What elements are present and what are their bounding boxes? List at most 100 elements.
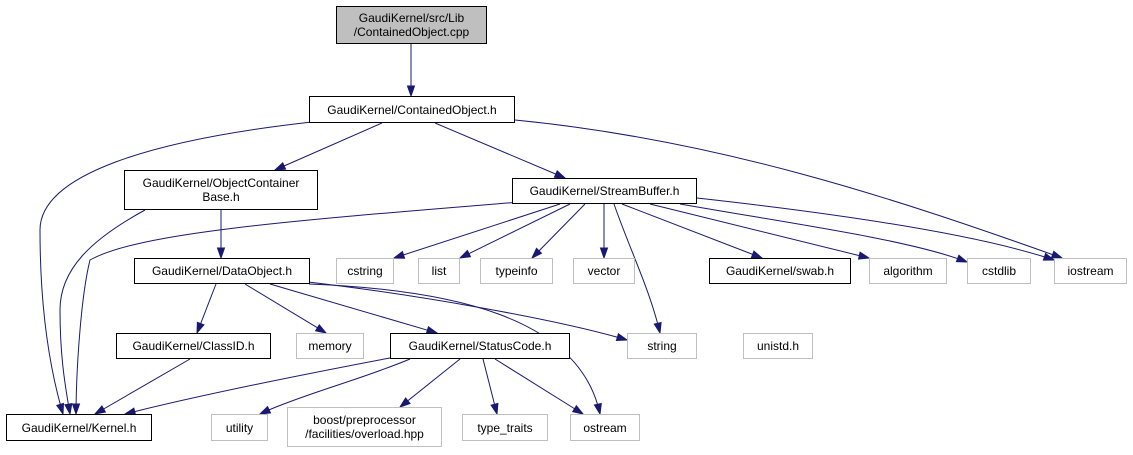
arrowhead: [55, 402, 65, 416]
arrowhead: [653, 321, 662, 335]
arrowhead: [196, 321, 205, 335]
node-label: unistd.h: [756, 339, 800, 353]
node-object-container-base-h[interactable]: GaudiKernel/ObjectContainer Base.h: [124, 170, 318, 210]
edge-line: [649, 203, 870, 259]
edge-line: [621, 203, 763, 259]
node-label: GaudiKernel/ContainedObject.h: [327, 102, 497, 117]
node-typeinfo: typeinfo: [480, 258, 553, 284]
node-algorithm: algorithm: [869, 258, 947, 284]
node-label: string: [647, 339, 677, 353]
edge-contained-object-h-to-iostream: [514, 119, 1064, 259]
edge-line: [94, 358, 191, 415]
node-label: GaudiKernel/StatusCode.h: [408, 339, 552, 353]
edge-line: [399, 358, 461, 408]
node-label: GaudiKernel/src/Lib: [358, 11, 465, 25]
arrowhead: [406, 85, 416, 98]
edge-contained-object-h-to-kernel-h: [39, 121, 313, 416]
arrowhead: [490, 402, 499, 416]
arrowhead: [1042, 252, 1056, 261]
node-label: /ContainedObject.cpp: [353, 25, 470, 39]
edge-stream-buffer-h-to-iostream: [696, 197, 1056, 261]
edge-stream-buffer-h-to-string: [613, 203, 662, 335]
edge-stream-buffer-h-to-typeinfo: [530, 203, 586, 260]
edge-object-container-base-h-to-data-object-h: [216, 210, 226, 260]
edge-line: [494, 358, 584, 415]
edge-line: [274, 122, 383, 171]
arrowhead: [615, 332, 629, 342]
arrowhead: [599, 247, 609, 260]
edge-line: [196, 283, 217, 334]
node-swab-h[interactable]: GaudiKernel/swab.h: [709, 258, 851, 284]
arrowhead: [93, 405, 107, 415]
node-class-id-h[interactable]: GaudiKernel/ClassID.h: [116, 333, 271, 359]
node-label: ostream: [583, 420, 627, 435]
edge-stream-buffer-h-to-algorithm: [649, 203, 871, 260]
edge-stream-buffer-h-to-kernel-h: [71, 201, 521, 416]
node-label: cstdlib: [981, 264, 1016, 278]
edge-line: [308, 283, 601, 415]
edge-line: [39, 121, 313, 415]
edge-stream-buffer-h-to-list: [458, 203, 571, 259]
edge-status-code-h-to-type-traits: [482, 358, 499, 416]
node-label: memory: [308, 339, 352, 353]
edge-stream-buffer-h-to-cstring: [392, 203, 561, 259]
edge-line: [259, 358, 411, 415]
edge-line: [307, 281, 628, 341]
arrowhead: [216, 247, 226, 260]
node-label: boost/preprocessor: [313, 413, 416, 427]
edge-line: [459, 203, 571, 259]
arrowhead: [571, 404, 585, 415]
arrowhead: [750, 250, 764, 259]
arrowhead: [458, 249, 472, 259]
node-vector: vector: [573, 258, 635, 284]
edge-data-object-h-to-memory: [244, 283, 328, 334]
node-label: GaudiKernel/swab.h: [725, 264, 835, 278]
edge-root-to-contained-object-h: [406, 44, 416, 98]
node-label: iostream: [1067, 264, 1114, 278]
edge-line: [244, 283, 327, 334]
edge-status-code-h-to-ostream: [494, 358, 585, 415]
node-type-traits: type_traits: [462, 414, 548, 441]
node-iostream: iostream: [1054, 258, 1127, 284]
edge-status-code-h-to-boost-overload: [398, 358, 461, 408]
node-label: algorithm: [883, 264, 933, 278]
edge-stream-buffer-h-to-swab-h: [621, 203, 764, 259]
arrowhead: [314, 323, 328, 334]
edge-line: [613, 203, 661, 334]
node-memory: memory: [296, 333, 364, 359]
edge-line: [434, 122, 566, 179]
edge-line: [514, 119, 1063, 259]
arrowhead: [64, 402, 73, 416]
edge-line: [59, 209, 146, 415]
node-label: GaudiKernel/ClassID.h: [132, 339, 255, 353]
node-cstring: cstring: [336, 258, 394, 284]
edge-stream-buffer-h-to-cstdlib: [679, 203, 969, 263]
node-utility: utility: [211, 414, 268, 441]
arrowhead: [71, 403, 81, 416]
arrowhead: [273, 161, 287, 171]
arrowhead: [398, 397, 411, 408]
node-contained-object-h[interactable]: GaudiKernel/ContainedObject.h: [309, 96, 515, 123]
edge-object-container-base-h-to-kernel-h: [59, 209, 146, 416]
edge-contained-object-h-to-object-container-base-h: [273, 122, 383, 171]
node-kernel-h[interactable]: GaudiKernel/Kernel.h: [6, 414, 152, 441]
node-label: list: [431, 264, 447, 278]
edge-status-code-h-to-utility: [258, 358, 411, 415]
node-cstdlib: cstdlib: [967, 258, 1031, 284]
node-label: typeinfo: [495, 264, 538, 278]
node-status-code-h[interactable]: GaudiKernel/StatusCode.h: [390, 333, 570, 359]
node-label: GaudiKernel/DataObject.h: [151, 264, 293, 278]
edge-line: [269, 283, 438, 334]
node-string: string: [627, 333, 697, 359]
node-stream-buffer-h[interactable]: GaudiKernel/StreamBuffer.h: [512, 178, 697, 204]
edge-line: [679, 203, 968, 263]
node-label: type_traits: [477, 420, 533, 435]
edge-line: [75, 201, 521, 415]
node-label: GaudiKernel/Kernel.h: [21, 420, 137, 435]
node-unistd-h: unistd.h: [743, 333, 813, 359]
edge-data-object-h-to-ostream: [308, 283, 602, 416]
node-data-object-h[interactable]: GaudiKernel/DataObject.h: [134, 258, 310, 284]
edge-contained-object-h-to-stream-buffer-h: [434, 122, 567, 179]
edge-stream-buffer-h-to-vector: [599, 204, 609, 260]
node-label: utility: [225, 420, 254, 435]
